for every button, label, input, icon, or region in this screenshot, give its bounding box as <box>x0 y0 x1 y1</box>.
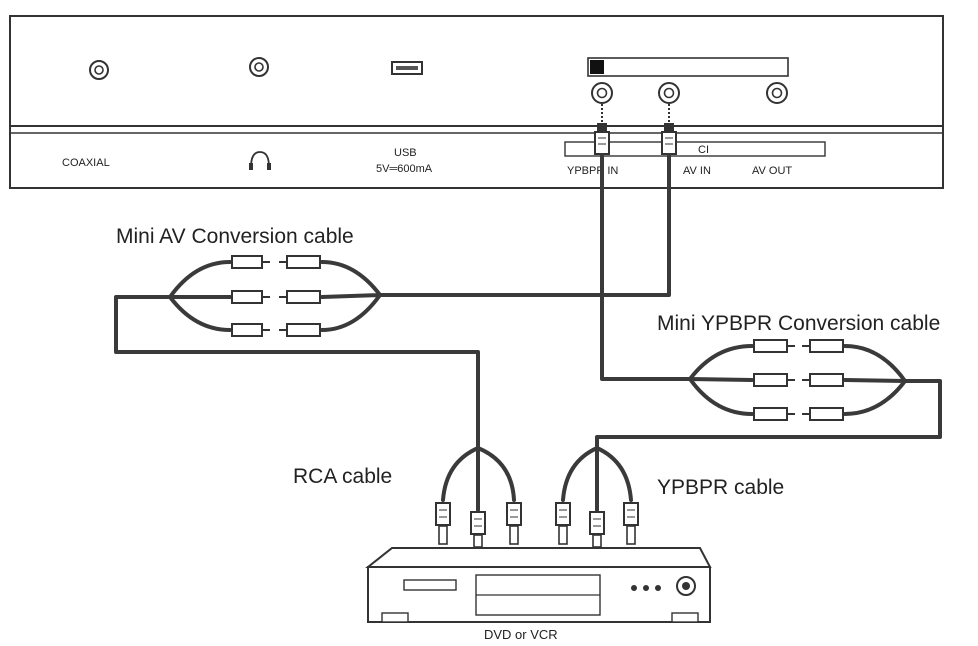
device-display-icon <box>403 579 457 591</box>
usb-label: USB <box>394 147 417 159</box>
ypbpr-feed-cable <box>595 379 942 450</box>
rca-plug-pair <box>231 323 321 337</box>
rca-plug <box>470 511 486 548</box>
device-top-face <box>365 547 712 568</box>
device-foot-right <box>671 612 699 623</box>
rca-plug-pair <box>753 339 844 353</box>
panel-frame <box>9 15 944 189</box>
device-label: DVD or VCR <box>484 627 558 642</box>
device-button-icon <box>643 585 649 591</box>
coaxial-port-icon <box>89 60 109 80</box>
rca-plug-pair <box>753 373 844 387</box>
rca-plug-pair <box>231 255 321 269</box>
rca-plug <box>435 502 451 545</box>
headphone-port-icon <box>249 57 269 77</box>
rca-plug <box>623 502 639 545</box>
ci-slot-icon <box>587 57 789 77</box>
tv-back-panel: COAXIAL USB 5V═600mA CI YPBPR IN AV IN A… <box>9 15 944 189</box>
rca-plug-pair <box>231 290 321 304</box>
rca-plug <box>589 511 605 548</box>
rca-plug <box>506 502 522 545</box>
av-in-label: AV IN <box>683 165 711 177</box>
device-button-icon <box>655 585 661 591</box>
dvd-vcr-device <box>365 547 712 623</box>
ypbpr-cable-label: YPBPR cable <box>657 476 784 499</box>
device-button-icon <box>631 585 637 591</box>
rca-cable-label: RCA cable <box>293 465 392 488</box>
ci-label-box <box>564 141 826 157</box>
mini-plug-ypbpr <box>594 104 610 155</box>
ypbpr-in-cable <box>600 153 692 381</box>
usb-port-icon <box>391 61 423 75</box>
av-out-port-icon <box>766 82 788 104</box>
rca-feed-cable <box>114 295 480 450</box>
mini-ypbpr-conversion-cable <box>688 339 907 421</box>
av-out-label: AV OUT <box>752 165 792 177</box>
mini-av-conversion-cable <box>168 255 382 337</box>
rca-plug <box>555 502 571 545</box>
device-foot-left <box>381 612 409 623</box>
ypbpr-cable <box>555 446 639 548</box>
mini-ypbpr-cable-label: Mini YPBPR Conversion cable <box>657 312 940 335</box>
coaxial-label: COAXIAL <box>62 157 110 169</box>
rca-cable <box>435 446 522 548</box>
av-in-cable <box>378 153 671 297</box>
mini-plug-av <box>661 104 677 155</box>
rca-plug-pair <box>753 407 844 421</box>
ypbpr-in-port-icon <box>591 82 613 104</box>
mini-av-cable-label: Mini AV Conversion cable <box>116 225 354 248</box>
usb-power-label: 5V═600mA <box>376 163 433 175</box>
headphone-icon <box>249 151 271 170</box>
av-in-port-icon <box>658 82 680 104</box>
ci-label: CI <box>698 144 709 156</box>
ypbpr-in-label: YPBPR IN <box>567 165 618 177</box>
